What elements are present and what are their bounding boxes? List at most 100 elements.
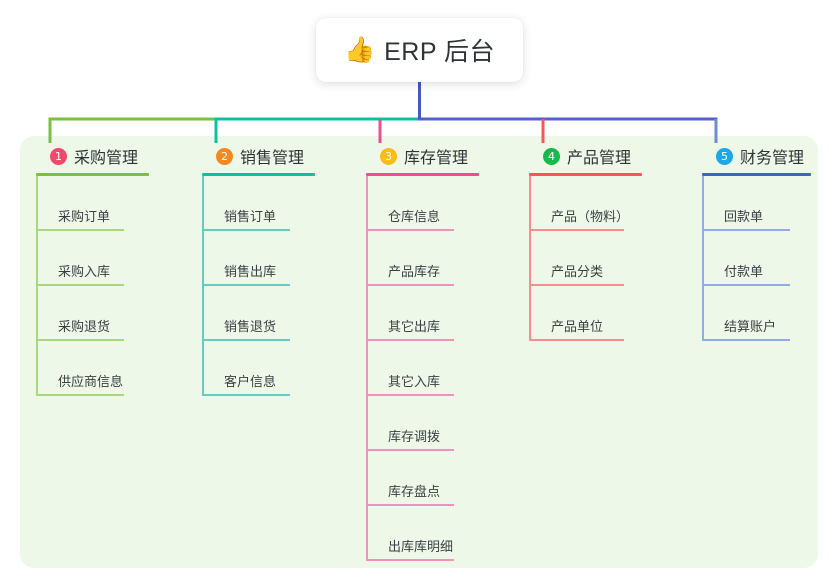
column-rule-3 [366,173,479,176]
list-item[interactable]: 回款单 [702,176,839,231]
list-item-rule [202,339,290,341]
column-badge-5: 5 [716,147,733,165]
list-item-rule [702,284,790,286]
list-item[interactable]: 结算账户 [702,286,839,341]
list-item-rule [366,449,454,451]
column-header-1[interactable]: 1 采购管理 [36,144,186,168]
list-item[interactable]: 其它出库 [366,286,516,341]
column-items-5: 回款单付款单结算账户 [702,176,839,341]
list-item-label: 其它出库 [388,319,441,334]
column-title-2: 销售管理 [240,150,305,167]
list-item[interactable]: 其它入库 [366,341,516,396]
list-item-rule [366,504,454,506]
list-item-label: 仓库信息 [388,209,441,224]
list-item[interactable]: 产品单位 [529,286,689,341]
column-badge-3: 3 [380,147,397,165]
column-badge-1: 1 [50,147,67,165]
list-item-label: 结算账户 [724,319,777,334]
list-item-rule [36,394,124,396]
column-spine-4 [529,176,531,341]
list-item[interactable]: 出库库明细 [366,506,516,561]
list-item-label: 其它入库 [388,374,441,389]
list-item-rule [529,339,624,341]
list-item[interactable]: 库存盘点 [366,451,516,506]
list-item-label: 回款单 [724,209,764,224]
list-item-rule [202,284,290,286]
list-item[interactable]: 产品分类 [529,231,689,286]
list-item-rule [529,284,624,286]
list-item-rule [702,229,790,231]
column-title-5: 财务管理 [740,150,805,167]
column-1: 1 采购管理采购订单采购入库采购退货供应商信息 [36,144,186,396]
list-item[interactable]: 仓库信息 [366,176,516,231]
list-item[interactable]: 销售退货 [202,286,352,341]
list-item[interactable]: 采购订单 [36,176,186,231]
list-item-rule [36,284,124,286]
list-item[interactable]: 产品库存 [366,231,516,286]
page-title: ERP 后台 [384,38,496,66]
column-header-2[interactable]: 2 销售管理 [202,144,352,168]
list-item-rule [366,284,454,286]
column-3: 3 库存管理仓库信息产品库存其它出库其它入库库存调拨库存盘点出库库明细 [366,144,516,561]
list-item[interactable]: 采购退货 [36,286,186,341]
list-item-rule [366,559,454,561]
column-badge-4: 4 [543,147,560,165]
list-item-label: 销售出库 [224,264,277,279]
list-item-rule [36,339,124,341]
list-item[interactable]: 付款单 [702,231,839,286]
list-item-rule [202,229,290,231]
list-item-label: 供应商信息 [58,374,124,389]
column-items-1: 采购订单采购入库采购退货供应商信息 [36,176,186,396]
column-items-2: 销售订单销售出库销售退货客户信息 [202,176,352,396]
list-item-label: 出库库明细 [388,539,454,554]
list-item-label: 库存调拨 [388,429,441,444]
list-item-label: 销售退货 [224,319,277,334]
column-spine-3 [366,176,368,561]
list-item[interactable]: 库存调拨 [366,396,516,451]
column-title-1: 采购管理 [74,150,139,167]
list-item-rule [702,339,790,341]
column-spine-2 [202,176,204,396]
list-item[interactable]: 供应商信息 [36,341,186,396]
list-item[interactable]: 销售订单 [202,176,352,231]
column-spine-1 [36,176,38,396]
list-item-label: 产品（物料） [551,209,630,224]
column-items-4: 产品（物料） 产品分类产品单位 [529,176,689,341]
column-rule-5 [702,173,811,176]
list-item-rule [36,229,124,231]
list-item-label: 产品分类 [551,264,604,279]
column-badge-2: 2 [216,147,233,165]
list-item-label: 采购订单 [58,209,111,224]
column-header-5[interactable]: 5 财务管理 [702,144,839,168]
content-panel [20,136,818,568]
thumbs-up-icon: 👍 [343,35,376,64]
column-header-3[interactable]: 3 库存管理 [366,144,516,168]
root-node[interactable]: 👍 ERP 后台 [316,18,523,82]
column-5: 5 财务管理回款单付款单结算账户 [702,144,839,341]
list-item-label: 销售订单 [224,209,277,224]
list-item-label: 产品库存 [388,264,441,279]
list-item-label: 采购退货 [58,319,111,334]
list-item-label: 付款单 [724,264,764,279]
list-item-label: 产品单位 [551,319,604,334]
column-spine-5 [702,176,704,341]
list-item[interactable]: 客户信息 [202,341,352,396]
column-rule-4 [529,173,642,176]
list-item-label: 客户信息 [224,374,277,389]
list-item-rule [366,394,454,396]
list-item[interactable]: 采购入库 [36,231,186,286]
column-title-3: 库存管理 [404,150,469,167]
list-item-rule [366,229,454,231]
list-item[interactable]: 产品（物料） [529,176,689,231]
column-header-4[interactable]: 4 产品管理 [529,144,689,168]
column-rule-2 [202,173,315,176]
list-item-label: 采购入库 [58,264,111,279]
list-item-rule [202,394,290,396]
column-4: 4 产品管理产品（物料） 产品分类产品单位 [529,144,689,341]
list-item-rule [529,229,624,231]
column-title-4: 产品管理 [567,150,632,167]
list-item[interactable]: 销售出库 [202,231,352,286]
column-items-3: 仓库信息产品库存其它出库其它入库库存调拨库存盘点出库库明细 [366,176,516,561]
list-item-label: 库存盘点 [388,484,441,499]
